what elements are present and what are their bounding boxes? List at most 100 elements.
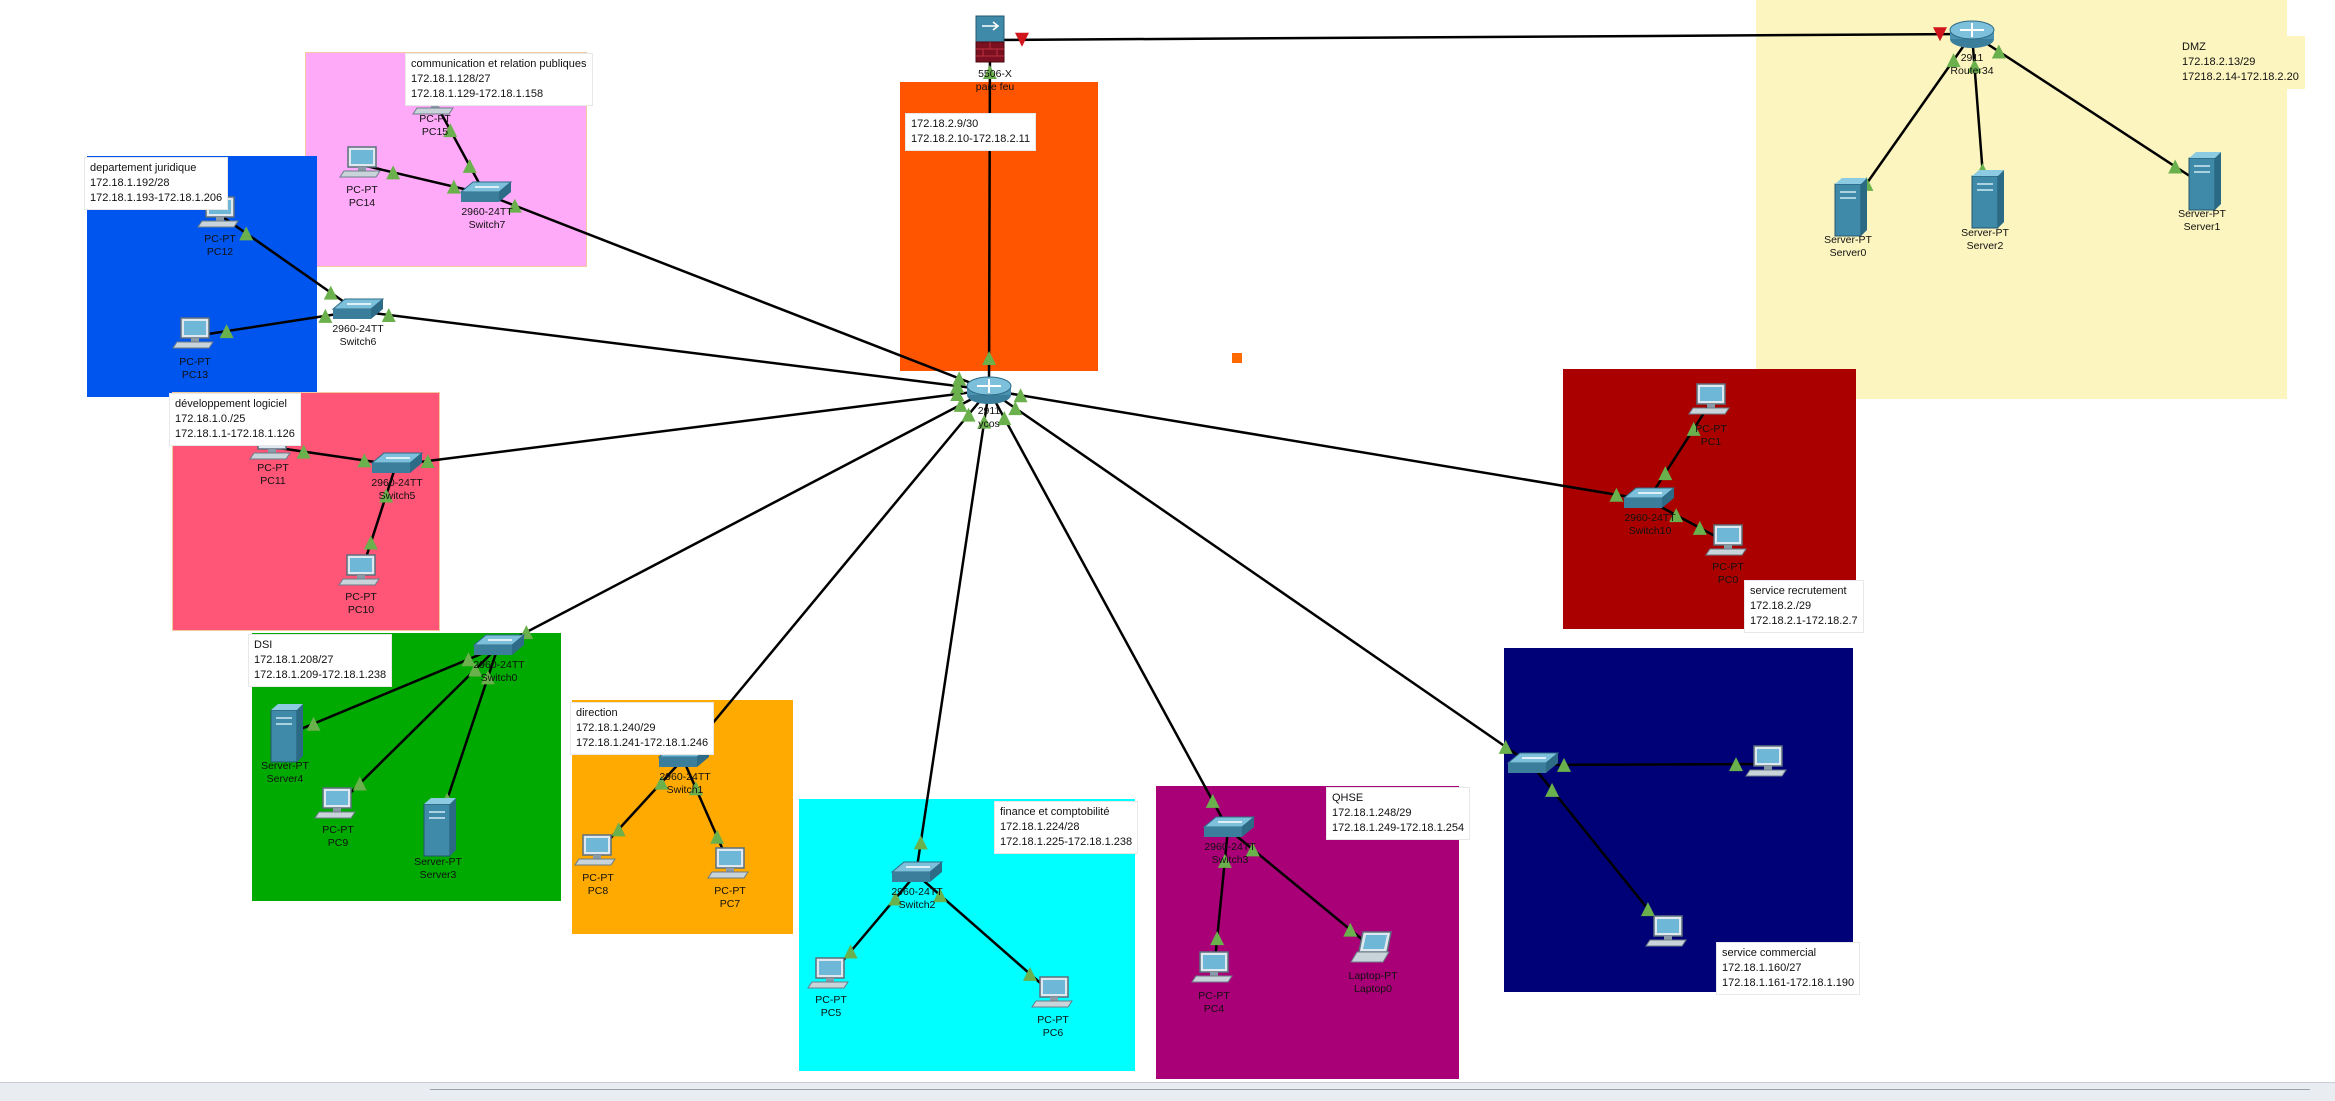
switch2-name: Switch2 (898, 899, 936, 911)
port-indicator-switch0 (468, 662, 483, 677)
device-pc4-icon (1191, 951, 1233, 983)
device-switch2-icon (890, 861, 944, 882)
device-label-pc1[interactable]: PC-PT PC1 (1676, 423, 1746, 449)
server3-name: Server3 (419, 869, 457, 881)
pc11-model: PC-PT (257, 462, 289, 474)
communication-range: 172.18.1.129-172.18.1.158 (411, 88, 544, 100)
device-label-pc14[interactable]: PC-PT PC14 (327, 184, 397, 210)
device-label-pc4[interactable]: PC-PT PC4 (1179, 990, 1249, 1016)
port-indicator-switch10 (1669, 508, 1684, 523)
server4-name: Server4 (266, 773, 304, 785)
device-label-core[interactable]: 2911 ycos (954, 405, 1024, 431)
device-label-switch5[interactable]: 2960-24TT Switch5 (360, 477, 434, 503)
switch1-name: Switch1 (666, 784, 704, 796)
port-indicator-core (977, 414, 992, 429)
device-label-switch0[interactable]: 2960-24TT Switch0 (462, 659, 536, 685)
device-label-switch6[interactable]: 2960-24TT Switch6 (321, 323, 395, 349)
device-switch5-icon (370, 452, 424, 473)
device-server4-icon (270, 704, 303, 763)
device-label-pc15[interactable]: PC-PT PC15 (400, 113, 470, 139)
port-indicator-switch3 (1245, 842, 1260, 857)
port-indicator-core (950, 387, 965, 402)
device-pc1-icon (1688, 383, 1730, 415)
device-label-pc6[interactable]: PC-PT PC6 (1018, 1014, 1088, 1040)
device-label-pc11[interactable]: PC-PT PC11 (238, 462, 308, 488)
device-label-router34[interactable]: 2911 Router34 (1937, 52, 2007, 78)
pc8-model: PC-PT (582, 872, 614, 884)
finance-title: finance et comptobilité (1000, 806, 1110, 818)
device-server3-icon (423, 798, 456, 857)
switch10-model: 2960-24TT (1624, 512, 1676, 524)
firewall-name: pare feu (975, 81, 1015, 93)
device-pc9-icon (314, 787, 356, 819)
device-label-laptop0[interactable]: Laptop-PT Laptop0 (1338, 970, 1408, 996)
device-label-pc7[interactable]: PC-PT PC7 (695, 885, 765, 911)
device-label-pc12[interactable]: PC-PT PC12 (185, 233, 255, 259)
port-indicator-pc5 (843, 944, 858, 959)
port-indicator-switch7 (507, 198, 522, 213)
link-core-switch3 (987, 389, 1230, 830)
zone-label-firewall-link: 172.18.2.9/30 172.18.2.10-172.18.2.11 (905, 113, 1037, 151)
device-label-server2[interactable]: Server-PT Server2 (1950, 227, 2020, 253)
link-core-switch1 (682, 389, 990, 760)
device-label-server1[interactable]: Server-PT Server1 (2167, 208, 2237, 234)
link-core-switch6 (356, 309, 990, 392)
port-indicator-firewall (1014, 32, 1029, 47)
link-core-switch2 (914, 389, 991, 875)
device-label-pc9[interactable]: PC-PT PC9 (303, 824, 373, 850)
device-label-switch10[interactable]: 2960-24TT Switch10 (1613, 512, 1687, 538)
pc13-model: PC-PT (179, 356, 211, 368)
device-label-pc5[interactable]: PC-PT PC5 (796, 994, 866, 1020)
device-firewall-icon (975, 15, 1005, 63)
devlog-title: développement logiciel (175, 398, 287, 410)
port-indicator-pc11 (296, 444, 311, 459)
device-label-server4[interactable]: Server-PT Server4 (250, 760, 320, 786)
device-label-server0[interactable]: Server-PT Server0 (1813, 234, 1883, 260)
devices-group (172, 15, 2221, 1008)
device-server0-icon (1834, 178, 1867, 237)
core-name: ycos (978, 418, 1000, 430)
device-label-switch3[interactable]: 2960-24TT Switch3 (1193, 841, 1267, 867)
server3-model: Server-PT (414, 856, 462, 868)
device-server1-icon (2188, 152, 2221, 211)
device-label-switch7[interactable]: 2960-24TT Switch7 (450, 206, 524, 232)
port-indicator-switch3 (1205, 793, 1220, 808)
core-model: 2911 (977, 405, 1001, 417)
device-label-pc8[interactable]: PC-PT PC8 (563, 872, 633, 898)
port-indicator-switch7 (462, 158, 477, 173)
port-indicator-router34 (1933, 27, 1948, 42)
juridique-title: departement juridique (90, 162, 197, 174)
device-label-switch1[interactable]: 2960-24TT Switch1 (648, 771, 722, 797)
port-indicator-pc15 (443, 123, 458, 138)
device-core-icon (966, 376, 1012, 404)
port-indicator-core (952, 371, 967, 386)
recrutement-network: 172.18.2./29 (1750, 600, 1812, 612)
port-indicator-core (1008, 401, 1023, 416)
pc9-name: PC9 (327, 837, 349, 849)
device-switch7-icon (459, 181, 513, 202)
link-switch3-pc4 (1212, 828, 1230, 971)
commercial-range: 172.18.1.161-172.18.1.190 (1722, 977, 1855, 989)
firewall-model: 5506-X (978, 68, 1012, 80)
port-indicator-switch0 (480, 670, 495, 685)
pc11-name: PC11 (260, 475, 286, 487)
device-label-pc13[interactable]: PC-PT PC13 (160, 356, 230, 382)
device-label-firewall[interactable]: 5506-X pare feu (960, 68, 1030, 94)
port-indicator-server1 (2168, 159, 2183, 174)
dmz-network: 172.18.2.13/29 (2182, 56, 2256, 68)
pc8-name: PC8 (587, 885, 609, 897)
zone-label-commercial: service commercial 172.18.1.160/27 172.1… (1716, 942, 1861, 995)
port-indicator-switch5 (357, 453, 372, 468)
port-indicator-firewall (982, 64, 997, 79)
juridique-range: 172.18.1.193-172.18.1.206 (90, 192, 223, 204)
device-label-pc0[interactable]: PC-PT PC0 (1693, 561, 1763, 587)
router34-model: 2911 (1960, 52, 1984, 64)
link-firewall-router34 (989, 32, 1973, 42)
port-indicator-switch2 (913, 835, 928, 850)
device-label-server3[interactable]: Server-PT Server3 (403, 856, 473, 882)
device-label-switch2[interactable]: 2960-24TT Switch2 (880, 886, 954, 912)
device-pc0-icon (1705, 524, 1747, 556)
device-label-pc10[interactable]: PC-PT PC10 (326, 591, 396, 617)
